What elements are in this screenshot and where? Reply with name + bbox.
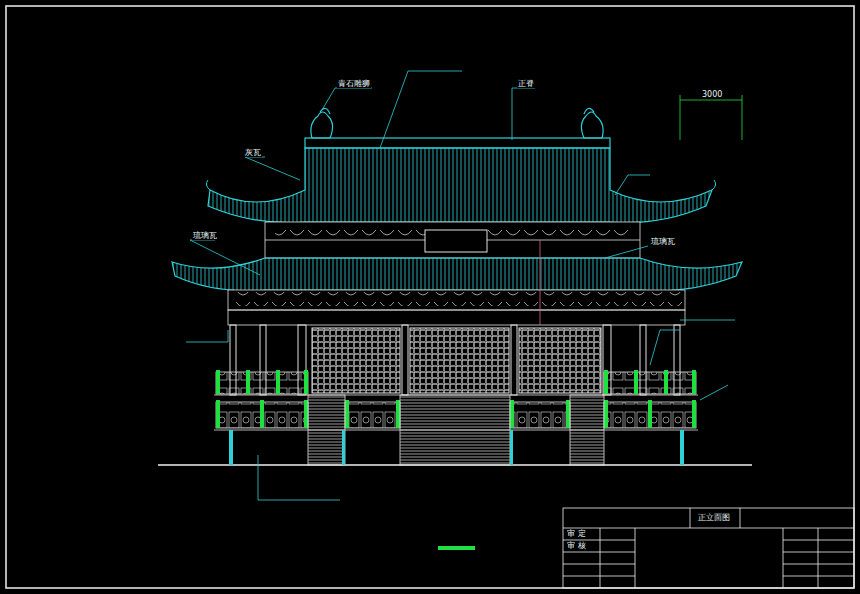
sheet-title: 正立面图 [697,514,731,522]
part-label: 琉璃瓦 [192,232,218,240]
part-label: 琉璃瓦 [650,238,676,246]
table-cell: 审 核 [566,542,587,550]
dimension: 3000 [701,91,723,99]
part-label: 青石雕狮 [337,80,371,88]
part-label: 灰瓦 [244,149,262,157]
part-label: 正脊 [517,80,535,88]
table-cell: 审 定 [566,530,587,538]
